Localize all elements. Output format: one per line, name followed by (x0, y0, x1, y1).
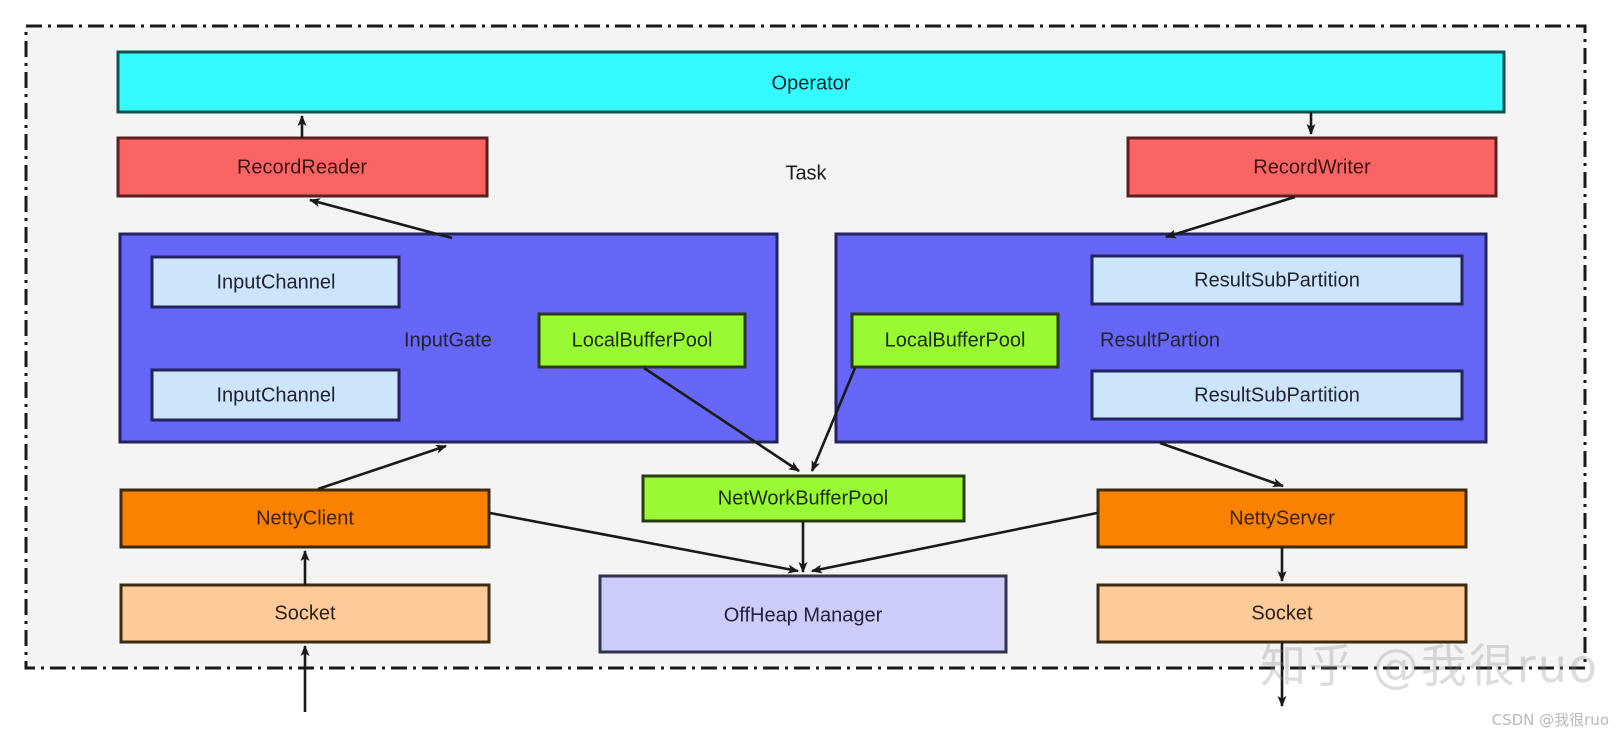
node-local-buffer-pool-right-label: LocalBufferPool (885, 329, 1026, 351)
node-input-channel-1-label: InputChannel (217, 271, 336, 293)
node-socket-right-box[interactable] (1096, 583, 1468, 644)
edge-recordwriter-to-resultpartion (1165, 195, 1296, 239)
node-operator-box[interactable] (116, 50, 1506, 114)
node-result-sub-partition-1-box[interactable] (1090, 254, 1464, 306)
node-netty-client-box[interactable] (119, 488, 491, 549)
node-record-writer-label: RecordWriter (1253, 156, 1371, 178)
node-record-reader-box[interactable] (116, 136, 489, 198)
node-local-buffer-pool-right-box[interactable] (850, 312, 1060, 369)
node-result-sub-partition-2-box[interactable] (1090, 369, 1464, 421)
node-network-buffer-pool-label: NetWorkBufferPool (718, 487, 888, 509)
node-record-writer-box[interactable] (1126, 136, 1498, 198)
node-result-sub-partition-1-label: ResultSubPartition (1194, 269, 1360, 291)
task-label: Task (785, 162, 827, 184)
node-operator-label: Operator (772, 72, 851, 94)
edge-localbufferpool-right-to-networkbufferpool (810, 367, 857, 472)
node-netty-client-label: NettyClient (256, 507, 354, 529)
node-input-channel-2-label: InputChannel (217, 384, 336, 406)
node-input-channel-1-box[interactable] (150, 255, 401, 309)
node-netty-server-label: NettyServer (1229, 507, 1335, 529)
node-input-channel-2-box[interactable] (150, 368, 401, 422)
node-socket-left-label: Socket (274, 602, 336, 624)
edge-localbufferpool-left-to-networkbufferpool (643, 366, 800, 473)
node-input-gate-label: InputGate (404, 329, 492, 351)
node-record-reader-label: RecordReader (237, 156, 367, 178)
edge-nettyclient-to-inputgate (317, 444, 447, 491)
node-socket-right-label: Socket (1251, 602, 1313, 624)
edge-layer (297, 112, 1316, 712)
watermark-footer: CSDN @我很ruo (1491, 711, 1609, 729)
node-local-buffer-pool-left-label: LocalBufferPool (572, 329, 713, 351)
edge-inputgate-to-recordreader (309, 198, 453, 240)
node-local-buffer-pool-left-box[interactable] (537, 312, 747, 369)
node-result-partion-label: ResultPartion (1100, 329, 1220, 351)
node-offheap-manager-label: OffHeap Manager (724, 604, 883, 626)
node-offheap-manager-box[interactable] (598, 574, 1008, 654)
edge-nettyserver-to-offheapmanager (811, 511, 1098, 574)
node-result-sub-partition-2-label: ResultSubPartition (1194, 384, 1360, 406)
edge-resultpartion-to-nettyserver (1159, 441, 1284, 488)
edge-nettyclient-to-offheapmanager (489, 511, 799, 574)
